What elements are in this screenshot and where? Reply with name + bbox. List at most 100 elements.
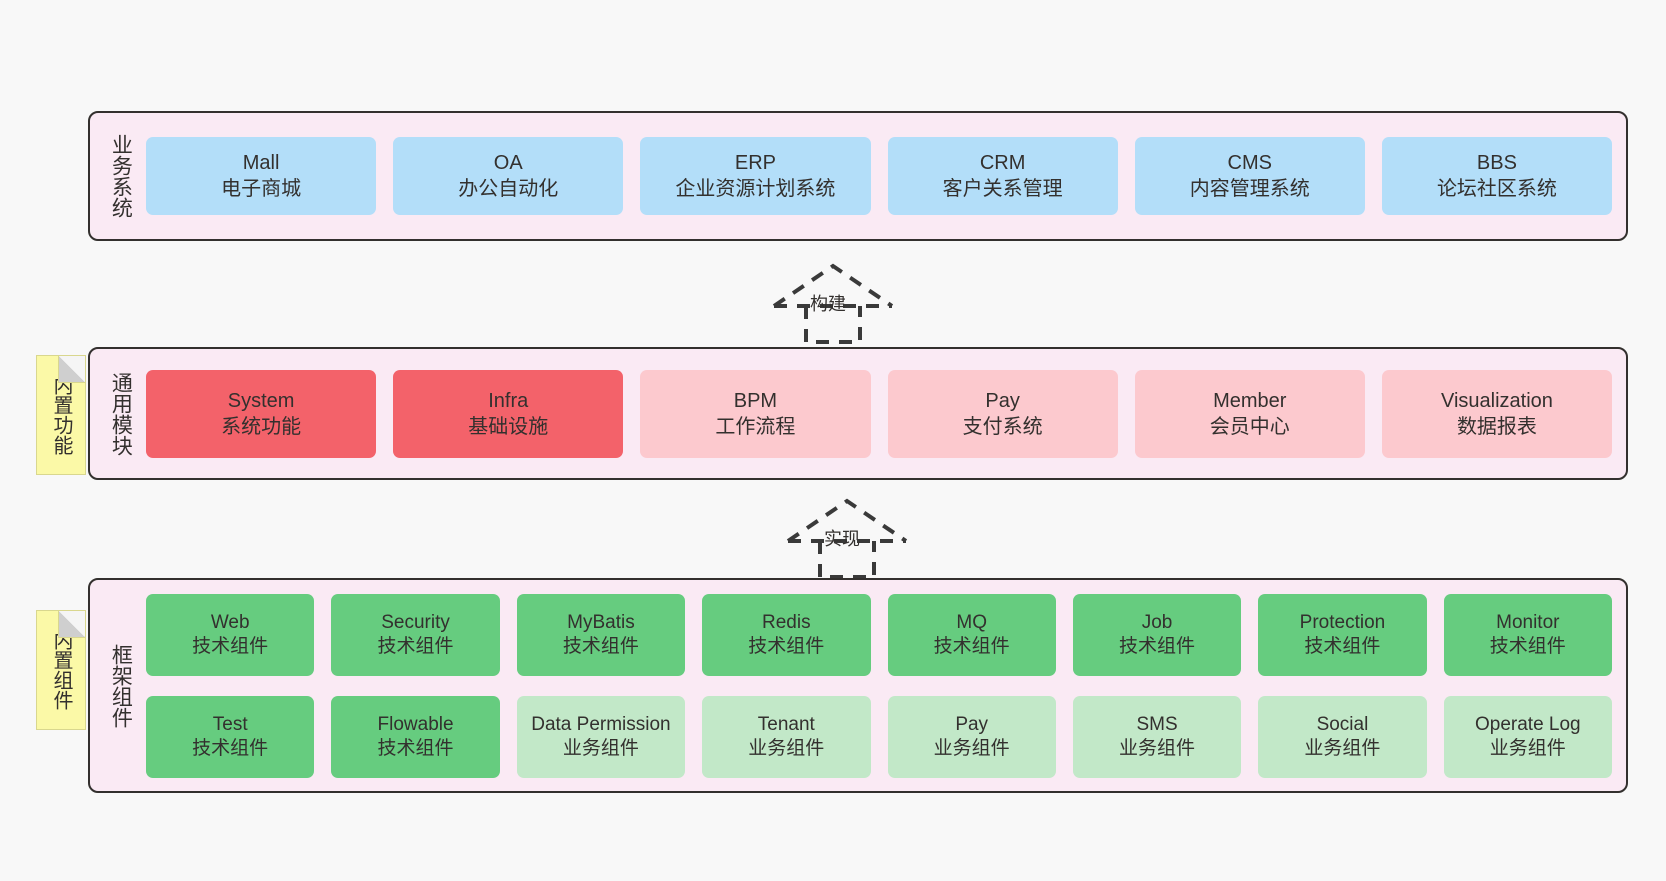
card-title: CRM xyxy=(979,152,1026,174)
card-title: BPM xyxy=(733,389,778,412)
card-security[interactable]: Security 技术组件 xyxy=(331,593,500,676)
card-mq[interactable]: MQ 技术组件 xyxy=(887,593,1056,676)
card-bbs[interactable]: BBS 论坛社区系统 xyxy=(1381,137,1613,215)
card-title: Flowable xyxy=(377,714,454,736)
card-title: Job xyxy=(1141,612,1173,634)
connector-implement: 实现 xyxy=(772,493,922,579)
card-data-permission[interactable]: Data Permission 业务组件 xyxy=(516,695,686,778)
card-subtitle: 技术组件 xyxy=(377,635,454,657)
layer-body-framework: Web 技术组件 Security 技术组件 MyBatis 技术组件 Redi… xyxy=(140,580,1626,791)
card-subtitle: 业务组件 xyxy=(562,737,639,759)
card-title: SMS xyxy=(1136,714,1178,736)
card-subtitle: 业务组件 xyxy=(748,737,825,759)
note-fold-corner-icon xyxy=(58,356,85,383)
card-title: Member xyxy=(1213,389,1287,412)
note-builtin-component: 内置组件 xyxy=(36,610,86,730)
note-label: 内置功能 xyxy=(50,375,72,455)
card-subtitle: 技术组件 xyxy=(1489,635,1566,657)
card-crm[interactable]: CRM 客户关系管理 xyxy=(887,137,1118,215)
card-subtitle: 论坛社区系统 xyxy=(1436,178,1557,200)
card-redis[interactable]: Redis 技术组件 xyxy=(702,593,871,676)
card-member[interactable]: Member 会员中心 xyxy=(1134,369,1365,458)
card-title: OA xyxy=(493,152,523,174)
card-bpm[interactable]: BPM 工作流程 xyxy=(640,369,871,458)
card-title: Protection xyxy=(1299,612,1386,634)
card-social[interactable]: Social 业务组件 xyxy=(1258,695,1427,778)
card-cms[interactable]: CMS 内容管理系统 xyxy=(1134,137,1365,215)
card-subtitle: 客户关系管理 xyxy=(942,178,1063,200)
card-subtitle: 企业资源计划系统 xyxy=(675,178,836,200)
card-title: Data Permission xyxy=(531,714,671,736)
card-subtitle: 数据报表 xyxy=(1456,415,1537,438)
card-subtitle: 技术组件 xyxy=(192,635,269,657)
card-title: ERP xyxy=(734,152,776,174)
card-tenant[interactable]: Tenant 业务组件 xyxy=(702,695,871,778)
layer-title-modules: 通用模块 xyxy=(109,371,133,456)
layer-body-business: Mall 电子商城 OA 办公自动化 ERP 企业资源计划系统 CRM 客户关系… xyxy=(140,113,1626,239)
layer-business-systems: 业务系统 Mall 电子商城 OA 办公自动化 ERP 企业资源计划系统 CRM… xyxy=(88,111,1628,241)
card-subtitle: 办公自动化 xyxy=(458,178,559,200)
layer-title-business: 业务系统 xyxy=(109,134,133,218)
card-title: CMS xyxy=(1227,152,1272,174)
card-oa[interactable]: OA 办公自动化 xyxy=(393,137,624,215)
card-title: Infra xyxy=(488,389,529,412)
card-subtitle: 技术组件 xyxy=(562,635,639,657)
card-subtitle: 业务组件 xyxy=(1119,737,1196,759)
card-pay[interactable]: Pay 支付系统 xyxy=(887,369,1118,458)
card-mybatis[interactable]: MyBatis 技术组件 xyxy=(516,593,686,676)
card-title: BBS xyxy=(1476,152,1517,174)
dashed-hollow-arrow-up-icon xyxy=(772,263,894,344)
card-erp[interactable]: ERP 企业资源计划系统 xyxy=(640,137,871,215)
card-subtitle: 业务组件 xyxy=(1489,737,1566,759)
card-test[interactable]: Test 技术组件 xyxy=(146,695,315,778)
note-builtin-function: 内置功能 xyxy=(36,355,86,475)
card-monitor[interactable]: Monitor 技术组件 xyxy=(1443,593,1612,676)
card-subtitle: 会员中心 xyxy=(1209,415,1290,438)
card-protection[interactable]: Protection 技术组件 xyxy=(1258,593,1427,676)
card-subtitle: 技术组件 xyxy=(192,737,269,759)
card-subtitle: 业务组件 xyxy=(1304,737,1381,759)
dashed-hollow-arrow-up-icon xyxy=(786,498,908,579)
card-infra[interactable]: Infra 基础设施 xyxy=(393,369,624,458)
card-title: Pay xyxy=(985,389,1020,412)
card-subtitle: 业务组件 xyxy=(933,737,1010,759)
card-title: Social xyxy=(1316,714,1369,736)
note-fold-corner-icon xyxy=(58,611,85,638)
card-subtitle: 技术组件 xyxy=(1304,635,1381,657)
card-subtitle: 基础设施 xyxy=(468,415,549,438)
card-title: MQ xyxy=(956,612,987,634)
card-subtitle: 技术组件 xyxy=(377,737,454,759)
layer-framework-components: 框架组件 Web 技术组件 Security 技术组件 MyBatis 技术组件… xyxy=(88,578,1628,793)
card-subtitle: 技术组件 xyxy=(933,635,1010,657)
card-title: Tenant xyxy=(757,714,815,736)
layer-body-modules: System 系统功能 Infra 基础设施 BPM 工作流程 Pay 支付系统… xyxy=(140,349,1626,478)
connector-build: 构建 xyxy=(758,258,908,344)
card-subtitle: 支付系统 xyxy=(962,415,1043,438)
card-pay-business[interactable]: Pay 业务组件 xyxy=(887,695,1056,778)
card-subtitle: 电子商城 xyxy=(221,178,302,200)
card-visualization[interactable]: Visualization 数据报表 xyxy=(1381,369,1613,458)
layer-common-modules: 通用模块 System 系统功能 Infra 基础设施 BPM 工作流程 Pay… xyxy=(88,347,1628,480)
card-title: Operate Log xyxy=(1474,714,1581,736)
card-web[interactable]: Web 技术组件 xyxy=(146,593,315,676)
card-subtitle: 技术组件 xyxy=(1119,635,1196,657)
card-title: Monitor xyxy=(1496,612,1560,634)
card-title: Visualization xyxy=(1440,389,1553,412)
card-row: Web 技术组件 Security 技术组件 MyBatis 技术组件 Redi… xyxy=(146,593,1612,676)
card-sms[interactable]: SMS 业务组件 xyxy=(1072,695,1242,778)
card-title: Pay xyxy=(955,714,989,736)
connector-label-implement: 实现 xyxy=(824,529,860,549)
card-subtitle: 技术组件 xyxy=(748,635,825,657)
card-job[interactable]: Job 技术组件 xyxy=(1072,593,1242,676)
card-title: Test xyxy=(212,714,248,736)
connector-label-build: 构建 xyxy=(810,294,846,314)
card-row: System 系统功能 Infra 基础设施 BPM 工作流程 Pay 支付系统… xyxy=(146,369,1613,458)
card-title: Redis xyxy=(762,612,811,634)
card-operate-log[interactable]: Operate Log 业务组件 xyxy=(1443,695,1612,778)
card-title: MyBatis xyxy=(567,612,635,634)
card-flowable[interactable]: Flowable 技术组件 xyxy=(331,695,500,778)
card-subtitle: 工作流程 xyxy=(715,415,796,438)
card-mall[interactable]: Mall 电子商城 xyxy=(146,137,377,215)
card-system[interactable]: System 系统功能 xyxy=(146,369,377,458)
